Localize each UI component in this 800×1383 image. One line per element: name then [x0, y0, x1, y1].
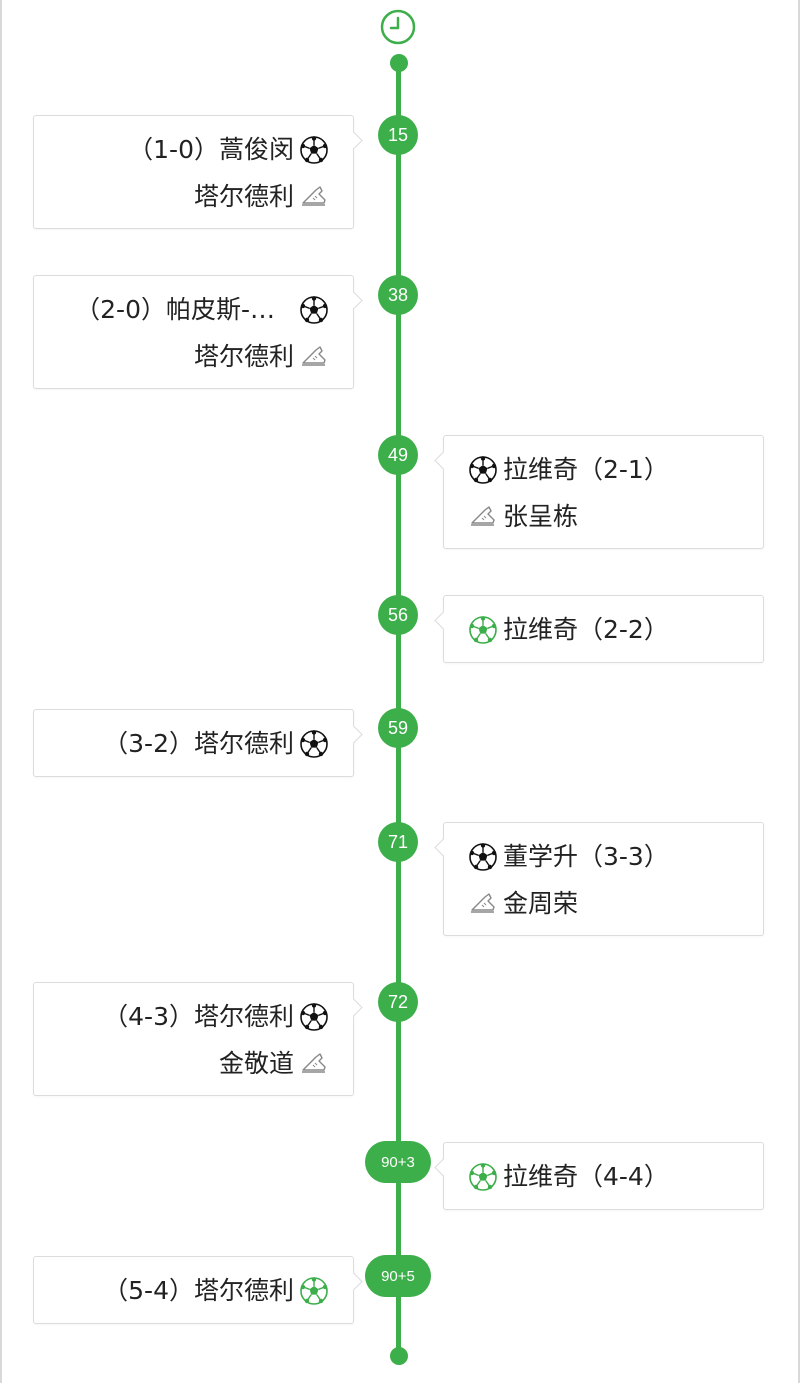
timeline-start-dot	[390, 54, 408, 72]
event-card-home[interactable]: （1-0）蒿俊闵 塔尔德利	[33, 115, 354, 229]
assist-player: 金周荣	[503, 889, 579, 918]
soccer-ball-icon	[299, 135, 329, 165]
goal-scorer: （1-0）蒿俊闵	[128, 135, 294, 164]
soccer-ball-icon	[468, 842, 498, 872]
soccer-ball-icon	[299, 729, 329, 759]
goal-scorer: 拉维奇（4-4）	[503, 1162, 669, 1191]
timeline-end-dot	[390, 1347, 408, 1365]
event-card-away[interactable]: 拉维奇（4-4）	[443, 1142, 764, 1210]
goal-line: 拉维奇（2-2）	[444, 606, 763, 653]
boot-icon	[299, 182, 329, 212]
assist-line: 塔尔德利	[34, 173, 353, 220]
assist-player: 塔尔德利	[193, 182, 294, 211]
event-card-home[interactable]: （3-2）塔尔德利	[33, 709, 354, 777]
goal-scorer: （2-0）帕皮斯-…	[75, 297, 275, 322]
goal-scorer: （4-3）塔尔德利	[103, 1002, 294, 1031]
goal-line: 拉维奇（4-4）	[444, 1153, 763, 1200]
goal-line: （4-3）塔尔德利	[34, 993, 353, 1040]
minute-badge: 38	[378, 275, 418, 315]
clock-icon	[380, 9, 416, 45]
goal-line: （1-0）蒿俊闵	[34, 126, 353, 173]
page-border-right	[798, 0, 800, 1383]
soccer-ball-icon	[299, 1002, 329, 1032]
minute-badge: 15	[378, 115, 418, 155]
minute-badge: 90+3	[365, 1141, 431, 1183]
goal-line: （5-4）塔尔德利	[34, 1267, 353, 1314]
assist-player: 塔尔德利	[193, 342, 294, 371]
goal-line: （3-2）塔尔德利	[34, 720, 353, 767]
minute-badge: 49	[378, 435, 418, 475]
goal-scorer: （5-4）塔尔德利	[103, 1276, 294, 1305]
assist-line: 金周荣	[444, 880, 763, 927]
soccer-ball-green-icon	[468, 615, 498, 645]
event-card-away[interactable]: 拉维奇（2-1） 张呈栋	[443, 435, 764, 549]
event-card-home[interactable]: （5-4）塔尔德利	[33, 1256, 354, 1324]
goal-scorer: （3-2）塔尔德利	[103, 729, 294, 758]
event-card-away[interactable]: 董学升（3-3） 金周荣	[443, 822, 764, 936]
event-card-away[interactable]: 拉维奇（2-2）	[443, 595, 764, 663]
soccer-ball-icon	[299, 295, 329, 325]
goal-scorer: 拉维奇（2-2）	[503, 615, 669, 644]
event-card-home[interactable]: （2-0）帕皮斯-… 塔尔德利	[33, 275, 354, 389]
goal-line: 董学升（3-3）	[444, 833, 763, 880]
minute-badge: 59	[378, 708, 418, 748]
assist-line: 塔尔德利	[34, 333, 353, 380]
soccer-ball-green-icon	[468, 1162, 498, 1192]
goal-line: （2-0）帕皮斯-…	[34, 286, 353, 333]
minute-badge: 90+5	[365, 1255, 431, 1297]
event-card-home[interactable]: （4-3）塔尔德利 金敬道	[33, 982, 354, 1096]
minute-badge: 72	[378, 982, 418, 1022]
goal-line: 拉维奇（2-1）	[444, 446, 763, 493]
soccer-ball-icon	[468, 455, 498, 485]
goal-scorer: 董学升（3-3）	[503, 842, 669, 871]
soccer-ball-green-icon	[299, 1276, 329, 1306]
assist-line: 金敬道	[34, 1040, 353, 1087]
boot-icon	[468, 502, 498, 532]
page-border-left	[0, 0, 2, 1383]
minute-badge: 71	[378, 822, 418, 862]
boot-icon	[299, 342, 329, 372]
goal-scorer: 拉维奇（2-1）	[503, 455, 669, 484]
assist-line: 张呈栋	[444, 493, 763, 540]
assist-player: 金敬道	[218, 1049, 294, 1078]
minute-badge: 56	[378, 595, 418, 635]
boot-icon	[468, 889, 498, 919]
assist-player: 张呈栋	[503, 502, 579, 531]
boot-icon	[299, 1049, 329, 1079]
